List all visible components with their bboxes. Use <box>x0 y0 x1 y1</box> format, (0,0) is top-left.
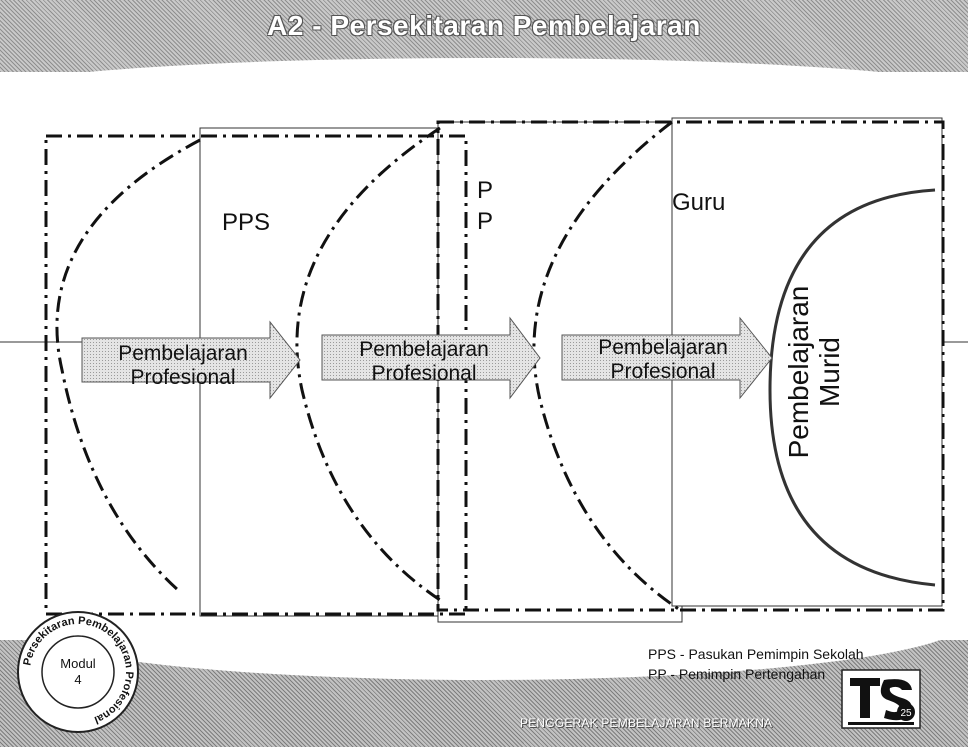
arrow-3-text: Pembelajaran Profesional <box>568 336 758 384</box>
label-guru: Guru <box>672 189 726 216</box>
arrow-1 <box>81 320 301 400</box>
arrow-2-text: Pembelajaran Profesional <box>326 338 522 386</box>
student-learning-line2: Murid <box>814 337 845 408</box>
arc-1 <box>55 138 201 592</box>
student-learning-line1: Pembelajaran <box>783 285 815 459</box>
footer-text: PENGGERAK PEMBELAJARAN BERMAKNA <box>520 716 773 730</box>
arrow-1-text: Pembelajaran Profesional <box>88 342 278 390</box>
label-pp: P P <box>477 177 494 236</box>
legend-pps: PPS - Pasukan Pemimpin Sekolah <box>648 646 864 662</box>
arc-2 <box>295 126 441 602</box>
student-arc <box>768 188 936 587</box>
arrow-3-line2: Profesional <box>610 360 716 384</box>
arrow-1-line1: Pembelajaran <box>118 342 248 365</box>
seal-line1: Modul <box>60 656 96 671</box>
legend-pp: PP - Pemimpin Pertengahan <box>648 666 826 682</box>
module-seal: Persekitaran Pembelajaran Profesional Mo… <box>17 611 139 733</box>
logo-text: 25 <box>900 708 912 719</box>
arc-3 <box>532 120 681 612</box>
slide-title: A2 - Persekitaran Pembelajaran <box>267 10 701 41</box>
arrow-2-line1: Pembelajaran <box>359 338 489 361</box>
label-pps: PPS <box>222 209 271 236</box>
student-learning-label: Pembelajaran Murid <box>783 222 846 522</box>
arrow-1-line2: Profesional <box>130 366 236 390</box>
arrow-3-line1: Pembelajaran <box>598 336 728 359</box>
school-logo: 25 <box>841 669 921 729</box>
arrow-2-line2: Profesional <box>371 362 477 386</box>
seal-line2: 4 <box>74 672 81 687</box>
arrow-2 <box>321 316 541 400</box>
arrow-3 <box>561 316 773 400</box>
